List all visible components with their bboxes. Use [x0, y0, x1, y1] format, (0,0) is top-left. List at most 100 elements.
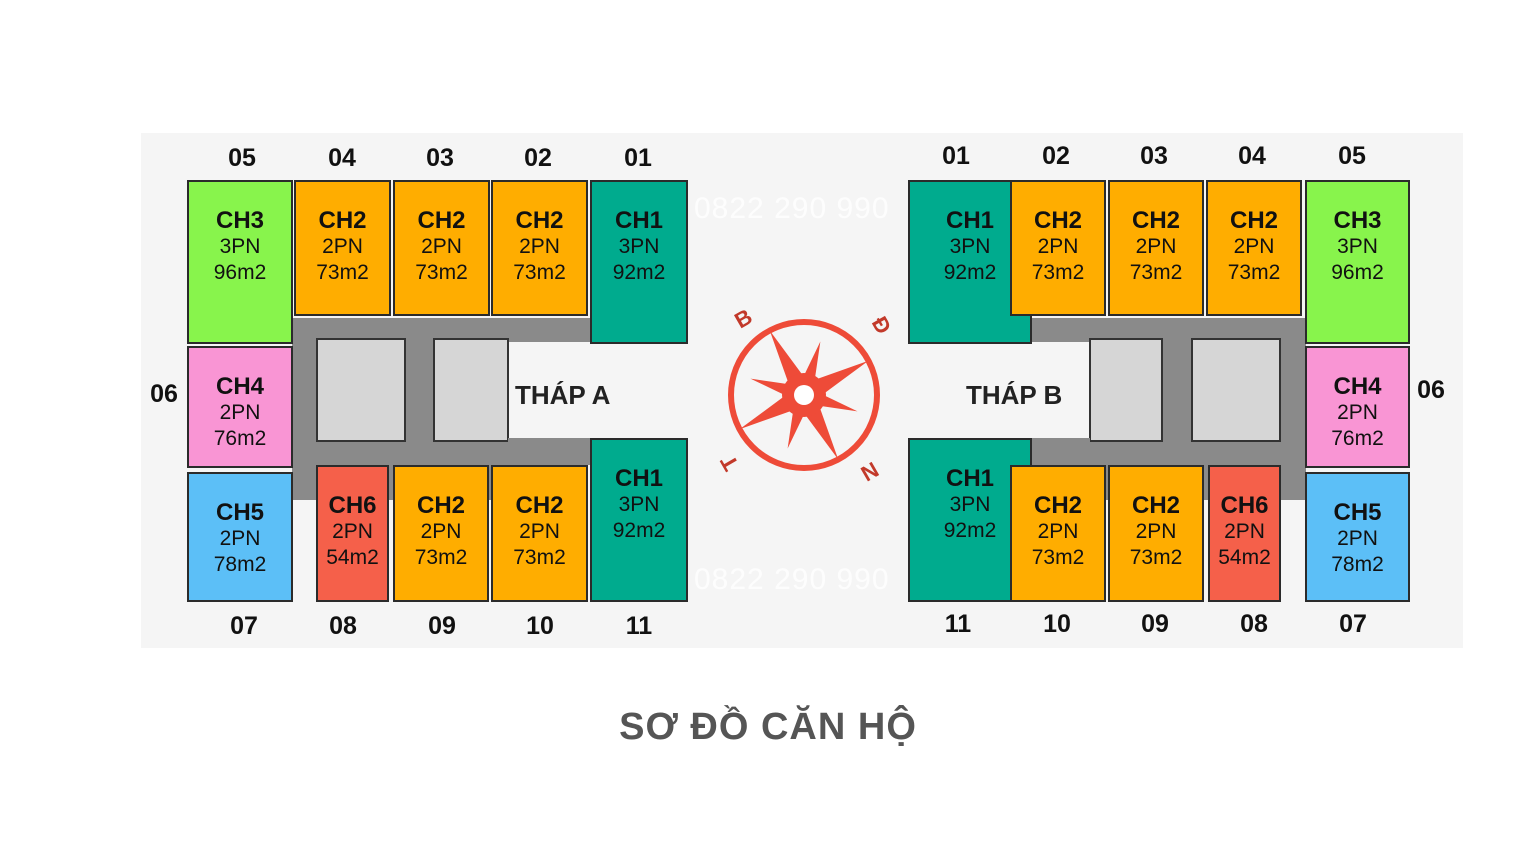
- unit-area: 92m2: [943, 519, 997, 542]
- unit-area: 73m2: [1129, 261, 1183, 284]
- compass-west-label: T: [715, 450, 744, 475]
- tower-a-num-top-4: 02: [524, 144, 552, 172]
- tower-b-num-top-4: 04: [1238, 142, 1266, 170]
- unit-rooms: 2PN: [519, 520, 560, 543]
- unit-area: 73m2: [1129, 546, 1183, 569]
- compass-north-label: B: [730, 304, 756, 334]
- unit-code: CH2: [416, 492, 465, 519]
- unit-code: CH3: [1333, 207, 1382, 234]
- tower-b-num-top-2: 02: [1042, 142, 1070, 170]
- unit-area: 76m2: [1331, 427, 1384, 450]
- tower-b-stair-2: [1191, 338, 1281, 442]
- tower-b-num-top-1: 01: [942, 142, 970, 170]
- unit-area: 73m2: [513, 546, 566, 569]
- tower-a-num-bottom-3: 09: [428, 612, 456, 640]
- unit-code: CH1: [945, 207, 994, 234]
- unit-area: 54m2: [1218, 546, 1271, 569]
- tower-a-num-top-3: 03: [426, 144, 454, 172]
- tower-a-core-notch: [508, 342, 566, 438]
- tower-a-label: THÁP A: [515, 380, 611, 410]
- unit-area: 96m2: [1331, 261, 1384, 284]
- unit-code: CH3: [215, 207, 264, 234]
- tower-a-num-bottom-1: 07: [230, 612, 258, 640]
- tower-b-num-side: 06: [1417, 376, 1445, 404]
- unit-area: 73m2: [1031, 546, 1085, 569]
- unit-code: CH2: [1033, 492, 1082, 519]
- unit-rooms: 2PN: [1037, 520, 1079, 543]
- unit-rooms: 2PN: [1135, 235, 1177, 258]
- unit-rooms: 3PN: [1337, 235, 1378, 258]
- tower-b-core-extension-lower: [1032, 438, 1090, 465]
- tower-a-num-top-5: 01: [624, 144, 652, 172]
- unit-rooms: 2PN: [1037, 235, 1079, 258]
- unit-area: 73m2: [414, 546, 468, 569]
- tower-b-num-bottom-2: 10: [1043, 610, 1071, 638]
- unit-area: 96m2: [213, 261, 267, 284]
- compass-ring: [728, 319, 880, 471]
- unit-rooms: 3PN: [219, 235, 261, 258]
- unit-code: CH2: [1033, 207, 1082, 234]
- unit-code: CH5: [1333, 499, 1382, 526]
- unit-area: 73m2: [415, 261, 468, 284]
- tower-a-num-bottom-2: 08: [329, 612, 357, 640]
- unit-code: CH2: [1131, 207, 1180, 234]
- unit-rooms: 2PN: [219, 527, 261, 550]
- unit-area: 92m2: [943, 261, 997, 284]
- unit-rooms: 2PN: [420, 520, 462, 543]
- unit-rooms: 2PN: [1337, 401, 1378, 424]
- compass-south-label: N: [857, 457, 883, 487]
- page-title: SƠ ĐỒ CĂN HỘ: [619, 706, 917, 748]
- unit-area: 73m2: [1227, 261, 1281, 284]
- tower-a-num-top-1: 05: [228, 144, 256, 172]
- tower-b-core-notch: [1032, 342, 1090, 438]
- compass-center: [794, 385, 814, 405]
- unit-code: CH2: [1229, 207, 1278, 234]
- tower-a-num-bottom-4: 10: [526, 612, 554, 640]
- unit-code: CH4: [215, 373, 264, 400]
- unit-rooms: 2PN: [1337, 527, 1378, 550]
- tower-b-num-top-3: 03: [1140, 142, 1168, 170]
- unit-rooms: 2PN: [322, 235, 363, 258]
- unit-rooms: 2PN: [332, 520, 373, 543]
- watermark-bottom: 0822 290 990: [694, 563, 890, 596]
- tower-b-num-top-5: 05: [1338, 142, 1366, 170]
- unit-rooms: 2PN: [421, 235, 462, 258]
- unit-area: 73m2: [513, 261, 566, 284]
- unit-area: 76m2: [213, 427, 267, 450]
- tower-a-core-extension-lower: [508, 438, 590, 465]
- unit-code: CH2: [515, 207, 564, 234]
- tower-b-num-bottom-1: 11: [944, 610, 972, 638]
